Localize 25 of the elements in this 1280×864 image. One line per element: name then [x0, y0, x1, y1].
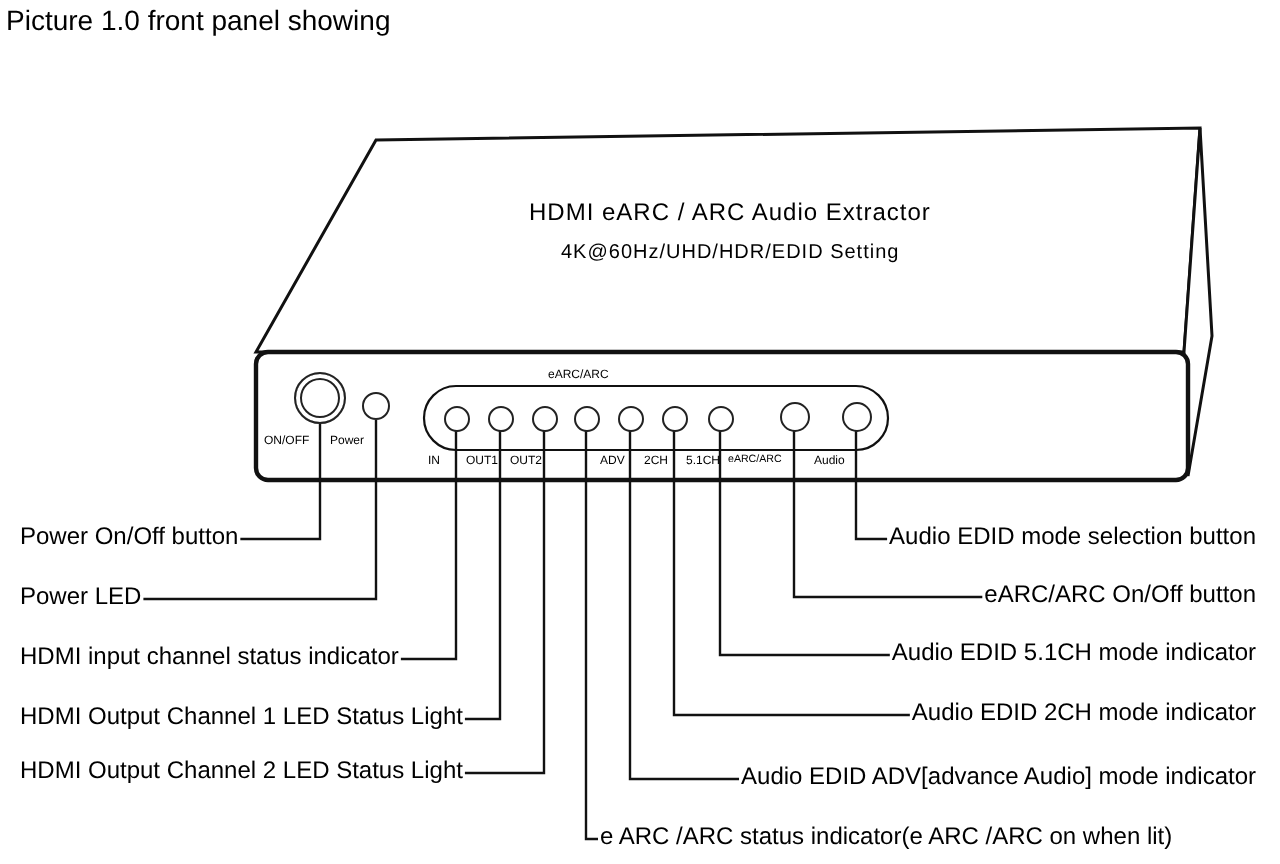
callout-label: e ARC /ARC status indicator(e ARC /ARC on when lit) — [600, 822, 1173, 852]
leader-line — [464, 431, 502, 721]
leader-line — [628, 431, 740, 781]
leader-line — [464, 431, 546, 775]
leader-line — [584, 431, 598, 841]
callout-label: Audio EDID ADV[advance Audio] mode indicator — [741, 762, 1256, 792]
callout-label: HDMI input channel status indicator — [20, 642, 399, 672]
callout-label: Audio EDID mode selection button — [889, 522, 1256, 552]
leader-line — [143, 420, 378, 601]
callout-label: Power LED — [20, 582, 142, 612]
callout-label: Audio EDID 2CH mode indicator — [911, 698, 1256, 728]
leader-line — [854, 431, 888, 541]
leader-line — [400, 431, 458, 661]
callout-label: Power On/Off button — [20, 522, 239, 552]
leader-line — [792, 431, 983, 599]
device-label: 4K@60Hz/UHD/HDR/EDID Setting — [561, 242, 900, 264]
device-label: HDMI eARC / ARC Audio Extractor — [529, 200, 931, 227]
callout-label: HDMI Output Channel 2 LED Status Light — [20, 756, 463, 786]
leader-line — [240, 424, 322, 541]
leader-line — [718, 431, 890, 657]
callout-label: HDMI Output Channel 1 LED Status Light — [20, 702, 463, 732]
leader-line — [672, 431, 910, 717]
callout-label: Audio EDID 5.1CH mode indicator — [891, 638, 1256, 668]
caption-title: Picture 1.0 front panel showing — [6, 4, 391, 36]
callout-label: eARC/ARC On/Off button — [984, 580, 1256, 610]
